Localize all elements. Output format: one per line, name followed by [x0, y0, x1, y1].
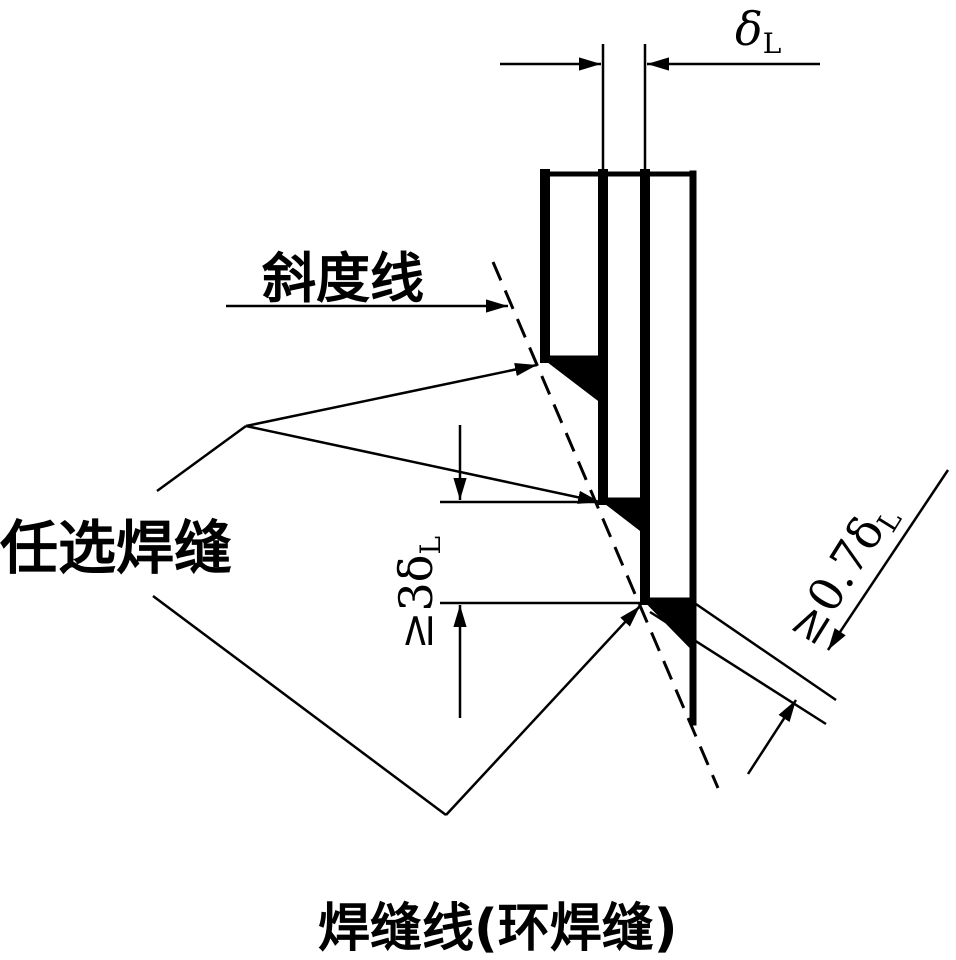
slope-line-label: 斜度线	[262, 247, 424, 310]
weld-fillet-upper	[543, 359, 602, 405]
min-height-label: ≥3δL	[389, 536, 447, 650]
weld-fillets	[543, 359, 692, 651]
slope-line-dashed	[491, 261, 720, 789]
thickness-symbol: δ	[735, 2, 763, 56]
min-throat-value: ≥0.7δ	[776, 507, 896, 654]
weld-line-leaders	[152, 594, 641, 817]
throat-dimension	[649, 469, 950, 775]
weld-fillet-middle	[601, 501, 644, 535]
optional-weld-leader-lower	[245, 424, 601, 504]
throat-ext-line-2	[649, 610, 827, 726]
throat-dim-arrow-lower	[746, 699, 798, 775]
weld-line-label: 焊缝线(环焊缝)	[318, 899, 678, 959]
throat-dim-line	[826, 469, 950, 651]
optional-weld-leader-tail	[156, 424, 247, 493]
min-height-subscript: L	[414, 536, 447, 555]
optional-weld-leaders	[156, 363, 601, 504]
thickness-subscript: L	[763, 27, 782, 60]
thickness-dimension	[500, 44, 820, 174]
weld-line-leader-right	[445, 605, 641, 816]
optional-weld-leader-upper	[245, 363, 538, 428]
optional-weld-label: 任选焊缝	[0, 514, 232, 582]
min-height-value: ≥3δ	[389, 554, 443, 650]
plate-outline	[540, 169, 697, 726]
throat-ext-line-1	[692, 600, 837, 702]
thickness-label: δL	[735, 2, 781, 60]
height-dimension	[440, 425, 645, 718]
weld-line-leader-left	[152, 594, 447, 817]
